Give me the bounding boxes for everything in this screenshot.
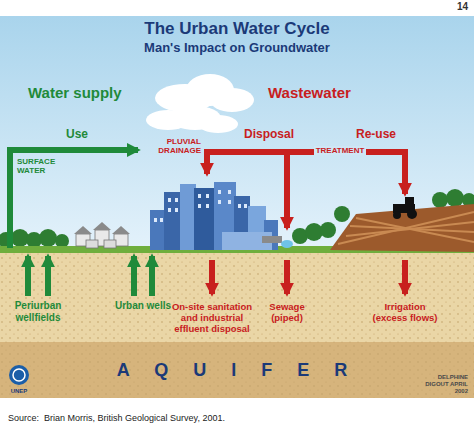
flow-label: Disposal (244, 128, 294, 142)
flow-label: Use (66, 128, 88, 142)
flow-label: Re-use (356, 128, 396, 142)
credit-note: DELPHINE DIGOUT APRIL 2002 (418, 374, 468, 395)
aquifer-label: A Q U I F E R (117, 360, 357, 381)
supply-arrows (10, 150, 152, 296)
section-heading: Wastewater (268, 84, 351, 101)
houses (74, 222, 130, 248)
logo-text: UNEP (11, 388, 28, 395)
ground-texture (0, 250, 474, 342)
page-number: 14 (457, 1, 468, 13)
farmland (330, 204, 474, 252)
source-label: Periurban wellfields (2, 300, 74, 323)
sewer-pipe (262, 236, 293, 248)
flow-label: SURFACE WATER (17, 157, 72, 175)
source-label: Urban wells (110, 300, 176, 312)
sink-label: Sewage (piped) (261, 302, 313, 324)
ground (0, 250, 474, 342)
tractor (393, 197, 417, 219)
unep-logo (9, 365, 29, 385)
sink-label: Irrigation (excess flows) (369, 302, 441, 324)
diagram-title: The Urban Water Cycle (144, 19, 329, 39)
clouds (146, 74, 254, 133)
subtitle: Man's Impact on Groundwater (144, 41, 330, 56)
section-heading: Water supply (28, 84, 122, 101)
flow-label: PLUVIAL DRAINAGE (154, 137, 201, 155)
city (150, 182, 278, 250)
flow-label: TREATMENT (314, 146, 367, 155)
aquifer-band (0, 342, 474, 398)
aquifer-texture (0, 342, 474, 398)
source-caption: Source: Brian Morris, British Geological… (8, 413, 225, 423)
aquifer-band: A Q U I F E R (40, 344, 434, 396)
wastewater-arrows (204, 152, 408, 294)
sink-label: On-site sanitation and industrial efflue… (168, 302, 256, 335)
sky (0, 16, 474, 252)
